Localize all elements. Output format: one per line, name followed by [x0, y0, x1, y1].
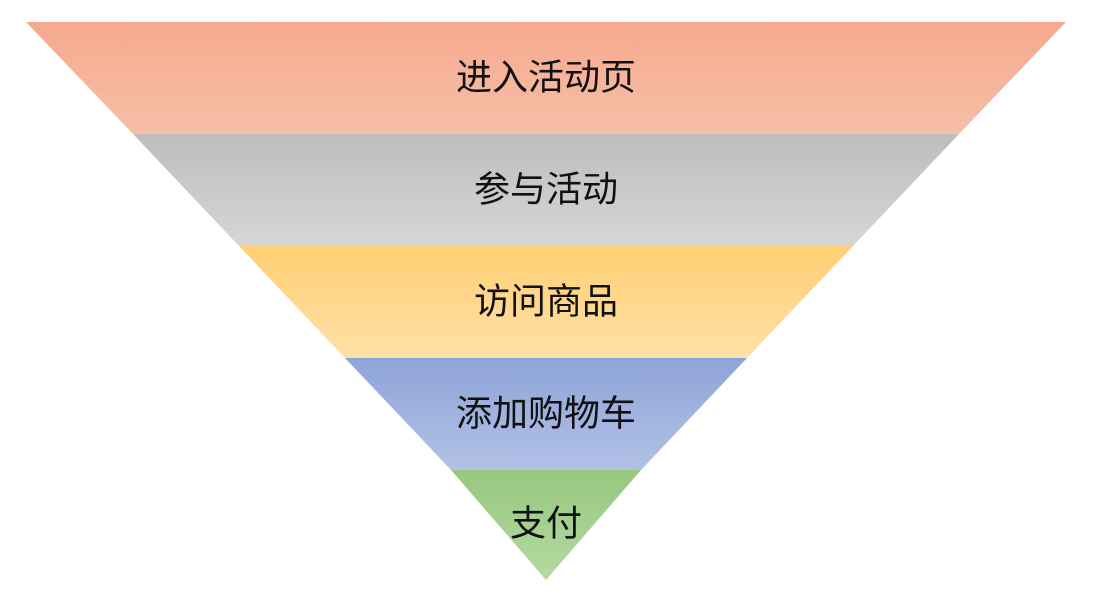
funnel-band-visit: [239, 246, 853, 358]
funnel-stage-entry: 进入活动页: [26, 22, 1066, 134]
funnel-stage-participate: 参与活动: [133, 134, 959, 246]
funnel-stage-pay: 支付: [451, 470, 641, 580]
funnel-band-cart: [345, 358, 747, 470]
funnel-label-cart: 添加购物车: [456, 394, 636, 435]
funnel-band-participate: [133, 134, 959, 246]
funnel-label-visit: 访问商品: [474, 282, 618, 323]
funnel-band-pay: [451, 470, 641, 580]
funnel-label-entry: 进入活动页: [456, 58, 636, 99]
funnel-label-pay: 支付: [510, 504, 582, 545]
funnel-stage-visit: 访问商品: [239, 246, 853, 358]
funnel-label-participate: 参与活动: [474, 170, 618, 211]
funnel-band-entry: [26, 22, 1066, 134]
funnel-stage-cart: 添加购物车: [345, 358, 747, 470]
